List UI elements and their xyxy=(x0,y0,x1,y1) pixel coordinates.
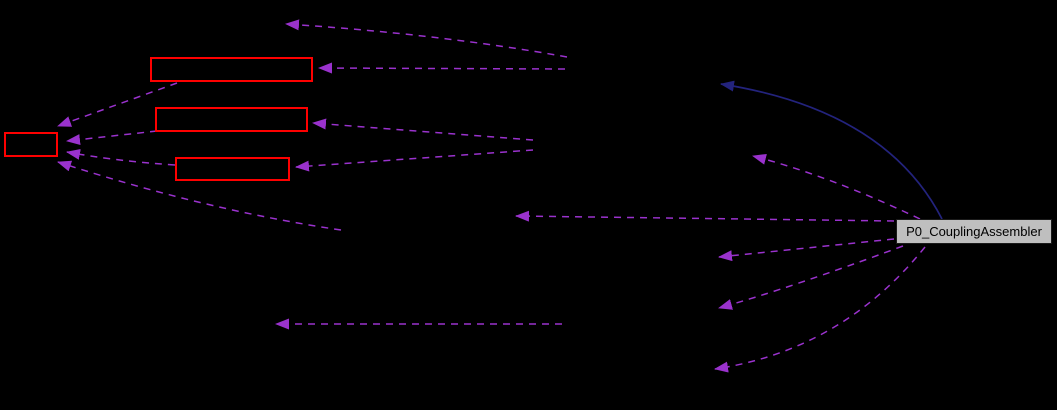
edge-assembler-bottom xyxy=(714,246,926,373)
edge-swoop-to-leftbox xyxy=(57,160,342,231)
main-node-label: P0_CouplingAssembler xyxy=(906,224,1042,239)
red-box-left[interactable] xyxy=(4,132,58,157)
edge-assembler-mid xyxy=(718,238,895,262)
red-box-1[interactable] xyxy=(150,57,313,82)
main-node-p0-couplingassembler: P0_CouplingAssembler xyxy=(896,219,1052,244)
edge-assembler-inheritance xyxy=(720,80,943,220)
edge-top-long xyxy=(285,19,568,58)
edge-into-box1 xyxy=(318,62,566,74)
edge-assembler-up xyxy=(752,153,921,220)
edge-box1-to-leftbox xyxy=(57,82,178,127)
red-box-2[interactable] xyxy=(155,107,308,132)
edge-assembler-low xyxy=(718,245,904,310)
edge-assembler-left xyxy=(515,210,895,222)
red-box-3[interactable] xyxy=(175,157,290,181)
edge-box3-to-leftbox xyxy=(66,148,176,166)
edge-into-box2 xyxy=(312,118,534,141)
edge-into-box3 xyxy=(295,149,534,172)
edge-box2-to-leftbox xyxy=(66,130,158,146)
